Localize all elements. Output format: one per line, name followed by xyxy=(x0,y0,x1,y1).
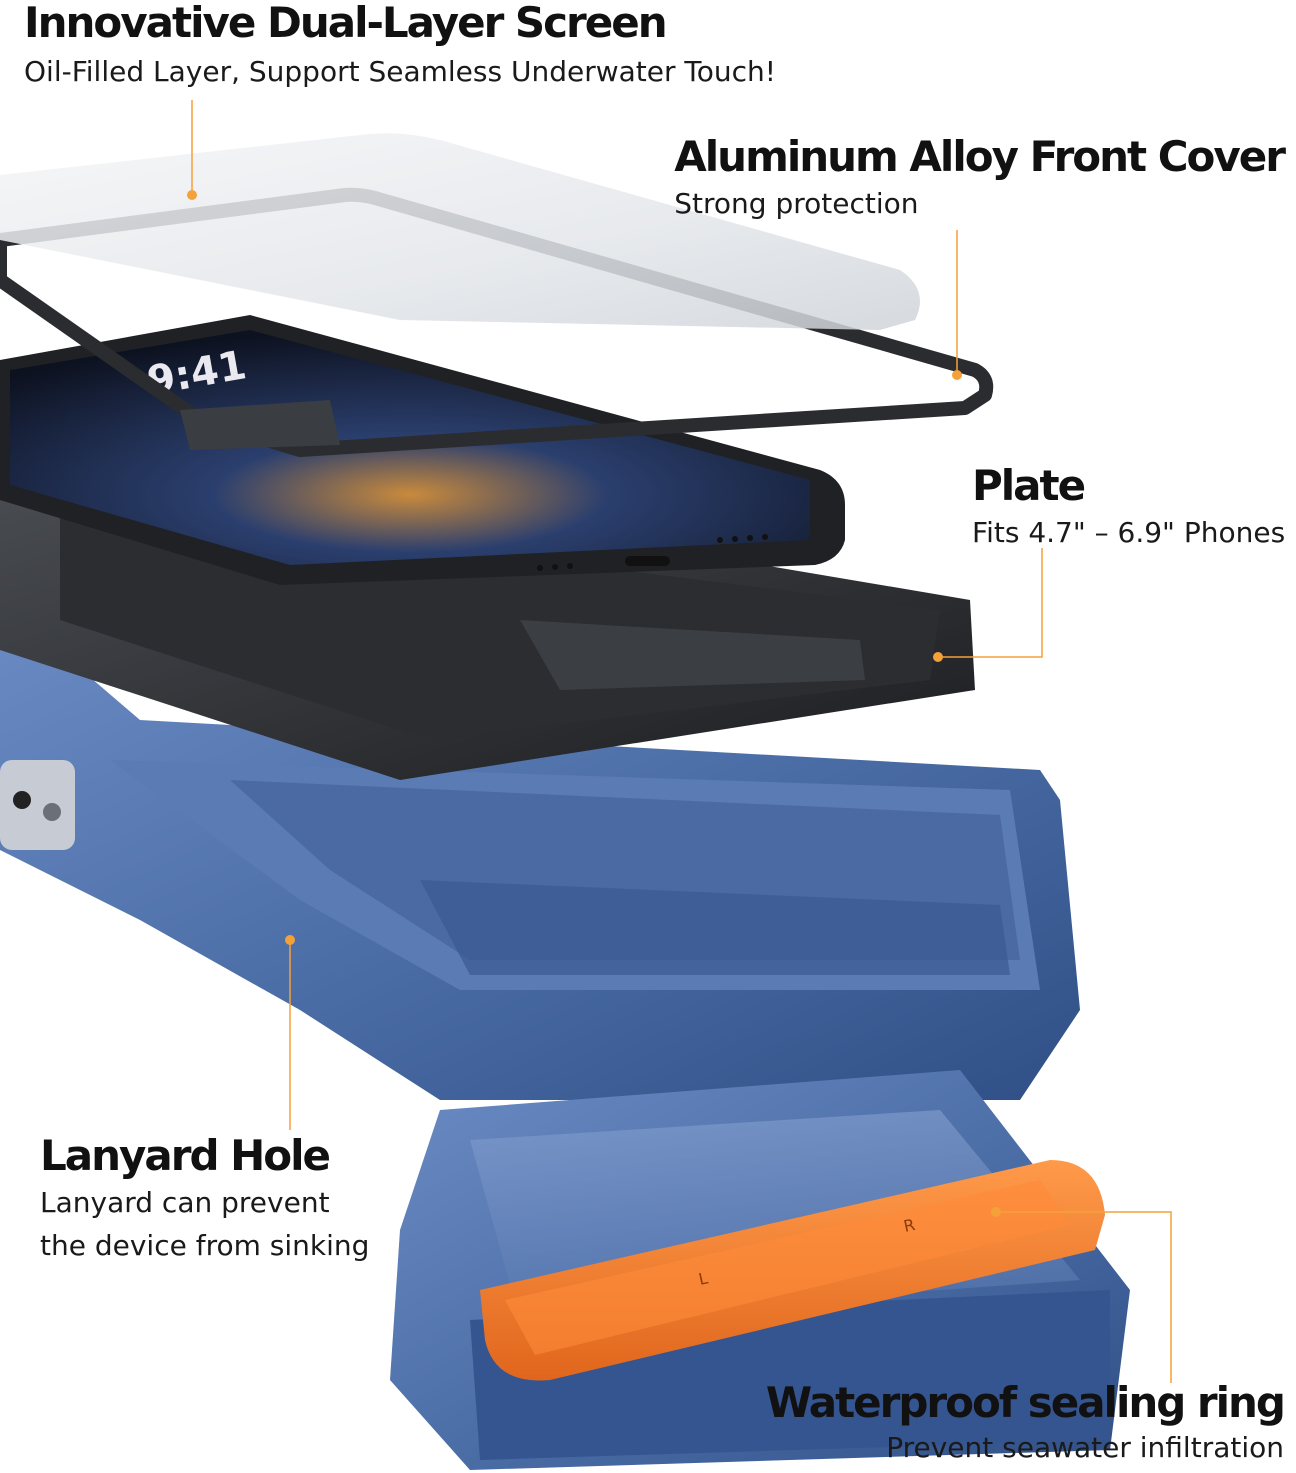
callout-subtitle-line2: the device from sinking xyxy=(40,1229,370,1262)
leader-dots xyxy=(187,190,1001,1217)
callout-plate: Plate Fits 4.7" – 6.9" Phones xyxy=(972,465,1285,550)
callout-subtitle-line1: Lanyard can prevent xyxy=(40,1186,330,1219)
callout-title: Innovative Dual-Layer Screen xyxy=(24,0,668,47)
orange-seal-plug: L R xyxy=(480,1160,1105,1381)
callout-subtitle: Fits 4.7" – 6.9" Phones xyxy=(972,516,1286,549)
callout-title: Waterproof sealing ring xyxy=(765,1378,1286,1427)
callout-sealing-ring: Waterproof sealing ring Prevent seawater… xyxy=(765,1378,1286,1465)
callout-subtitle: Strong protection xyxy=(674,187,919,220)
callout-title: Lanyard Hole xyxy=(40,1131,331,1180)
callout-title: Aluminum Alloy Front Cover xyxy=(674,132,1286,181)
callout-lanyard-hole: Lanyard Hole Lanyard can prevent the dev… xyxy=(40,1135,369,1263)
blue-case-body xyxy=(0,600,1080,1100)
leader-lines xyxy=(191,100,1172,1383)
seal-mark-right: R xyxy=(902,1215,917,1236)
callout-subtitle: Oil-Filled Layer, Support Seamless Under… xyxy=(24,55,776,88)
dual-layer-glass-screen xyxy=(0,133,920,330)
callout-subtitle: Prevent seawater infiltration xyxy=(886,1431,1284,1464)
callout-front-cover: Aluminum Alloy Front Cover Strong protec… xyxy=(674,132,1286,221)
seal-mark-left: L xyxy=(697,1268,710,1288)
callout-dual-layer-screen: Innovative Dual-Layer Screen Oil-Filled … xyxy=(24,2,776,89)
callout-title: Plate xyxy=(972,461,1086,510)
